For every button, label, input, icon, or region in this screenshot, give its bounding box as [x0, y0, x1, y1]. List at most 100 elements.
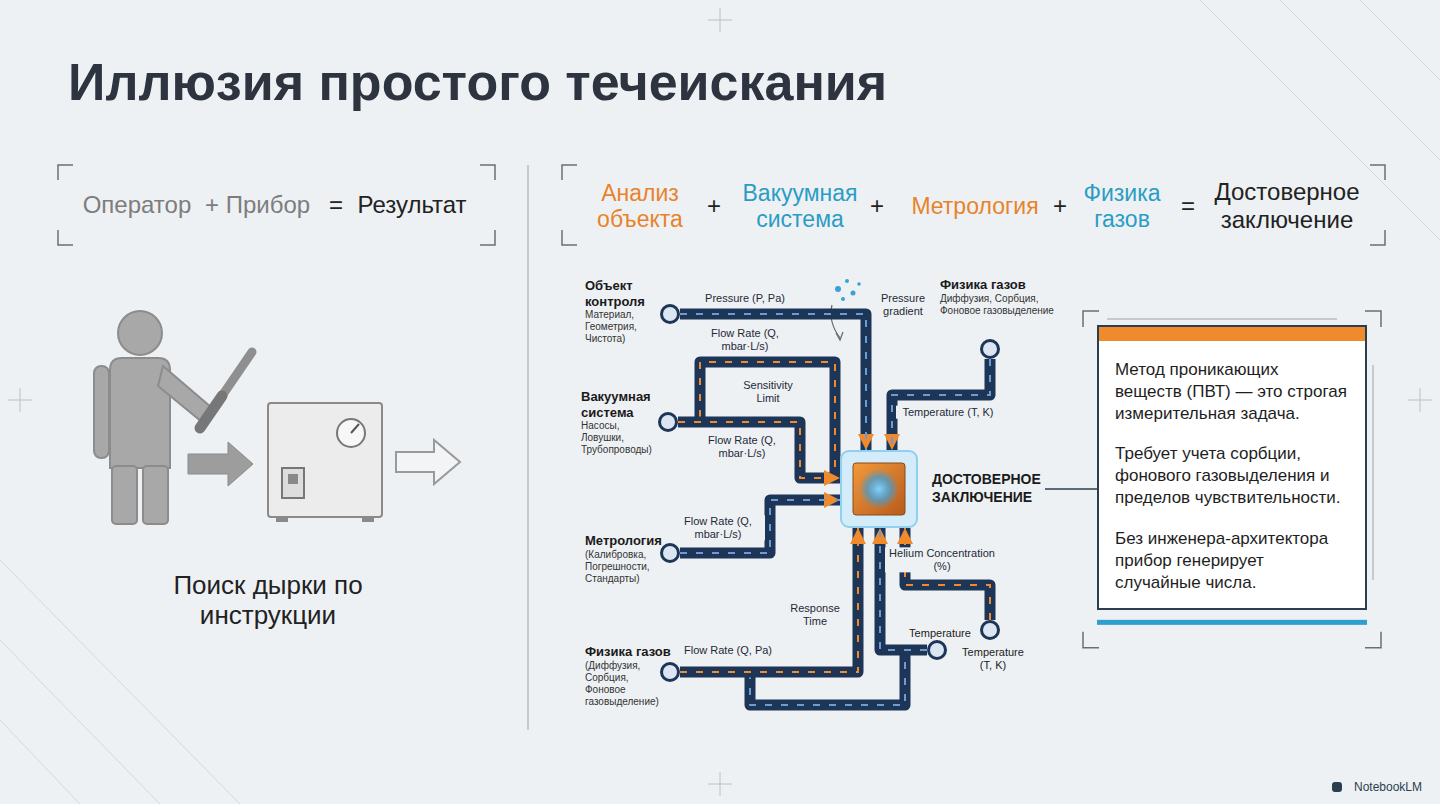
crosshairs	[8, 8, 1432, 796]
probe-wand	[200, 352, 252, 428]
result-title: ДОСТОВЕРНОЕ ЗАКЛЮЧЕНИЕ	[932, 470, 1041, 506]
pipe-label: Response Time	[780, 602, 850, 627]
port-caption: Temperature (T, K)	[958, 646, 1028, 672]
port-caption: Вакуумная системаНасосы, Ловушки, Трубоп…	[581, 389, 657, 456]
port-title: Метрология	[585, 533, 662, 549]
probe-grip	[200, 396, 222, 428]
icon	[1332, 782, 1342, 792]
pipe-label: Helium Concentration (%)	[885, 547, 999, 572]
pipe-connector	[892, 359, 990, 450]
formula-operator: +	[704, 192, 724, 220]
callout-text: Без инженера-архитектора прибор генериру…	[1115, 528, 1349, 594]
leader-line	[1045, 488, 1097, 490]
pipe-flow	[905, 528, 990, 620]
core	[853, 463, 905, 515]
port-caption: Физика газовДиффузия, Сорбция, Фоновое г…	[940, 277, 1075, 317]
bubble	[857, 282, 861, 286]
left-bracket	[58, 165, 495, 245]
arrow-shape	[188, 442, 253, 486]
formula-operator: =	[326, 191, 346, 219]
gas-bubbles	[835, 279, 861, 301]
core-square	[840, 450, 918, 528]
arm	[94, 366, 109, 458]
formula-term: Физика газов	[1077, 180, 1167, 233]
formula-term: Метрология	[910, 193, 1040, 219]
pipe-flow	[678, 422, 840, 478]
formula-operator: =	[1178, 192, 1198, 220]
crosshair	[708, 772, 732, 796]
pipe-connector	[680, 528, 858, 672]
pipe-label: Flow Rate (Q, Pa)	[681, 644, 775, 657]
formula-brackets	[58, 165, 1385, 245]
bubble	[841, 297, 845, 301]
port-caption: Физика газов(Диффузия, Сорбция, Фоновое …	[585, 644, 671, 708]
leak-detector	[268, 403, 382, 522]
pipe-label: Pressure (P, Pa)	[683, 292, 807, 305]
pipe	[905, 528, 990, 620]
port-title: Объект контроля	[585, 278, 657, 309]
port-title: Вакуумная система	[581, 389, 657, 420]
source-port: Temperature (T, K)	[980, 620, 1000, 640]
port-details: Материал, Геометрия, Чистота)	[585, 309, 657, 345]
port-title: Физика газов	[585, 644, 671, 660]
switch-lever	[288, 474, 298, 484]
formula-term: Вакуумная система	[735, 180, 865, 233]
port-caption: Метрология(Калибровка, Погрешности, Стан…	[585, 533, 662, 585]
port-caption: Объект контроляМатериал, Геометрия, Чист…	[585, 278, 657, 345]
frame-corners	[1083, 311, 1381, 648]
core-glow	[859, 469, 899, 509]
crosshair	[708, 8, 732, 32]
formula-operator: +	[867, 192, 887, 220]
callout-box: Метод проникающих веществ (ПВТ) — это ст…	[1097, 325, 1367, 610]
formula-term: Оператор	[77, 191, 197, 219]
device-foot	[362, 517, 374, 522]
pipe	[680, 314, 866, 450]
source-port: Физика газовДиффузия, Сорбция, Фоновое г…	[980, 339, 1000, 359]
pipe-label: Flow Rate (Q, mbar·L/s)	[690, 434, 794, 459]
formula-term: Анализ объекта	[585, 180, 695, 233]
port-caption: Temperature	[903, 627, 977, 640]
pipe-connector	[680, 314, 866, 450]
port-details: (Диффузия, Сорбция, Фоновое газовыделени…	[585, 660, 659, 708]
source-port: Temperature	[927, 640, 947, 660]
pipe-connector	[678, 422, 840, 478]
bubble	[851, 291, 856, 296]
gradient-arrow-head	[836, 332, 843, 340]
page-title: Иллюзия простого течеискания	[68, 52, 887, 112]
formula-operator: +	[1050, 192, 1070, 220]
gauge-needle	[351, 424, 359, 433]
callout-text: Метод проникающих веществ (ПВТ) — это ст…	[1115, 359, 1349, 425]
accent-bar	[1097, 620, 1367, 625]
port-details: (Калибровка, Погрешности, Стандарты)	[585, 549, 661, 585]
port-title: Temperature	[903, 627, 977, 640]
pipe-label: Flow Rate (Q, mbar·L/s)	[695, 327, 795, 352]
callout-frame	[1083, 311, 1381, 648]
source-port: Объект контроляМатериал, Геометрия, Чист…	[660, 304, 680, 324]
leg	[112, 466, 137, 524]
divider	[527, 165, 529, 730]
arrow-shape	[396, 440, 460, 484]
formula-term: Прибор	[218, 191, 318, 219]
watermark: NotebookLM	[1343, 781, 1433, 795]
gauge	[337, 419, 365, 447]
formula-result: Достоверное заключение	[1207, 178, 1367, 233]
pipe	[680, 528, 858, 672]
pipe-connector	[905, 528, 990, 620]
crosshair	[1408, 388, 1432, 412]
right-bracket	[562, 165, 1385, 245]
source-port: Метрология(Калибровка, Погрешности, Стан…	[660, 543, 680, 563]
pipe-label: Flow Rate (Q, mbar·L/s)	[671, 515, 765, 540]
switch	[282, 468, 304, 498]
source-port: Вакуумная системаНасосы, Ловушки, Трубоп…	[658, 412, 678, 432]
watermark-icon	[1332, 782, 1342, 792]
port-details: Насосы, Ловушки, Трубопроводы)	[581, 420, 657, 456]
pipe-flow	[892, 359, 990, 450]
pipe-flow	[680, 314, 866, 450]
pipe	[678, 422, 840, 478]
pipe-flow	[680, 528, 858, 672]
pipe-label: Temperature (T, K)	[896, 406, 1000, 419]
crosshair	[8, 388, 32, 412]
leg	[143, 466, 168, 524]
